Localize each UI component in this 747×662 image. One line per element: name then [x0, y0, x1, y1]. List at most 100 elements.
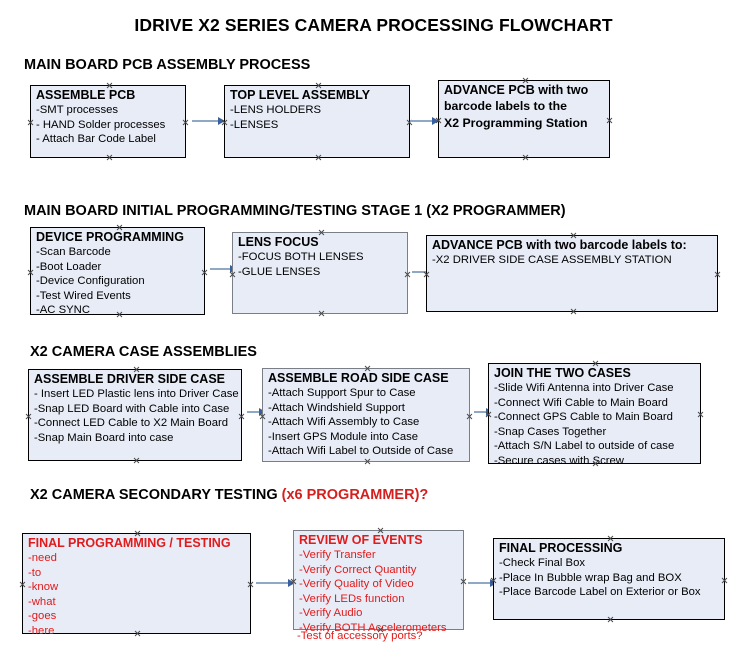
connection-handle-bottom[interactable]	[106, 154, 113, 161]
box-line: -here	[28, 624, 55, 637]
box-line: -Test Wired Events	[36, 289, 131, 302]
box-line-overflow: -Test of accessory ports?	[297, 630, 423, 642]
connection-handle-right[interactable]	[460, 578, 467, 585]
box-line: -Boot Loader	[36, 260, 102, 273]
box-line: -Device Configuration	[36, 275, 145, 288]
box-line: -X2 DRIVER SIDE CASE ASSEMBLY STATION	[432, 254, 672, 266]
box-title: REVIEW OF EVENTS	[299, 533, 423, 547]
connection-handle-right[interactable]	[247, 581, 254, 588]
box-line: -Secure cases with Screw	[494, 454, 624, 467]
box-line: -Connect GPS Cable to Main Board	[494, 411, 673, 424]
connection-handle-right[interactable]	[404, 271, 411, 278]
box-line: -Snap Cases Together	[494, 425, 607, 438]
connection-handle-bottom[interactable]	[522, 154, 529, 161]
connection-handle-right[interactable]	[721, 577, 728, 584]
box-line: -Place In Bubble wrap Bag and BOX	[499, 571, 682, 584]
box-title: FINAL PROCESSING	[499, 541, 623, 555]
box-line: -Connect LED Cable to X2 Main Board	[34, 417, 229, 430]
box-line: -Verify Correct Quantity	[299, 563, 417, 576]
connection-handle-left[interactable]	[27, 119, 34, 126]
box-advance-pcb-programming-station[interactable]: ADVANCE PCB with two barcode labels to t…	[438, 80, 610, 158]
box-line: -Scan Barcode	[36, 246, 111, 258]
connection-handle-bottom[interactable]	[133, 457, 140, 464]
box-line: X2 Programming Station	[444, 116, 588, 130]
connection-handle-right[interactable]	[182, 119, 189, 126]
connection-handle-left[interactable]	[19, 581, 26, 588]
box-assemble-road-side-case[interactable]: ASSEMBLE ROAD SIDE CASE -Attach Support …	[262, 368, 470, 462]
connection-handle-bottom[interactable]	[607, 616, 614, 623]
box-line: -what	[28, 595, 56, 608]
box-title: FINAL PROGRAMMING / TESTING	[28, 536, 231, 550]
box-line: -Verify BOTH Accelerometers	[299, 621, 447, 634]
box-title: ADVANCE PCB with two	[444, 83, 589, 97]
box-line: -Connect Wifi Cable to Main Board	[494, 396, 668, 409]
section-heading-1: MAIN BOARD PCB ASSEMBLY PROCESS	[24, 57, 311, 73]
section-heading-4: X2 CAMERA SECONDARY TESTING (x6 PROGRAMM…	[30, 487, 428, 503]
box-title: ASSEMBLE ROAD SIDE CASE	[268, 371, 449, 385]
connection-handle-right[interactable]	[697, 411, 704, 418]
box-line: -Verify Quality of Video	[299, 578, 414, 591]
box-line: -need	[28, 552, 57, 564]
box-line: -Verify LEDs function	[299, 592, 405, 605]
connection-handle-right[interactable]	[714, 271, 721, 278]
box-line: -know	[28, 581, 59, 594]
box-line: -Verify Audio	[299, 607, 363, 620]
box-title: ASSEMBLE PCB	[36, 88, 136, 102]
connection-handle-left[interactable]	[27, 269, 34, 276]
box-line: -goes	[28, 610, 57, 623]
box-title: ADVANCE PCB with two barcode labels to:	[432, 238, 687, 252]
arrow-4-2	[468, 579, 497, 587]
connection-handle-right[interactable]	[466, 413, 473, 420]
connection-handle-right[interactable]	[201, 269, 208, 276]
box-line: -Slide Wifi Antenna into Driver Case	[494, 382, 674, 394]
box-final-programming-testing[interactable]: FINAL PROGRAMMING / TESTING -need -to -k…	[19, 533, 254, 637]
box-assemble-pcb[interactable]: ASSEMBLE PCB -SMT processes - HAND Solde…	[30, 85, 186, 158]
box-title: TOP LEVEL ASSEMBLY	[230, 88, 371, 102]
connection-handle-bottom[interactable]	[364, 458, 371, 465]
box-title: ASSEMBLE DRIVER SIDE CASE	[34, 372, 226, 386]
arrow-4-1	[256, 579, 295, 587]
box-line: - Insert LED Plastic lens into Driver Ca…	[34, 388, 239, 400]
box-line: -Snap Main Board into case	[34, 431, 174, 444]
box-line: -FOCUS BOTH LENSES	[238, 251, 364, 263]
arrow-1-1	[192, 117, 225, 125]
box-advance-pcb-driver-side-station[interactable]: ADVANCE PCB with two barcode labels to: …	[426, 235, 718, 312]
page-title: IDRIVE X2 SERIES CAMERA PROCESSING FLOWC…	[134, 15, 613, 35]
connection-handle-bottom[interactable]	[315, 154, 322, 161]
box-assemble-driver-side-case[interactable]: ASSEMBLE DRIVER SIDE CASE - Insert LED P…	[28, 369, 242, 461]
arrow-1-2	[410, 117, 439, 125]
box-lens-focus[interactable]: LENS FOCUS -FOCUS BOTH LENSES -GLUE LENS…	[232, 232, 408, 314]
connection-handle-right[interactable]	[606, 117, 613, 124]
box-line: -AC SYNC	[36, 304, 90, 317]
box-title: DEVICE PROGRAMMING	[36, 230, 184, 244]
connection-handle-bottom[interactable]	[570, 308, 577, 315]
connection-handle-left[interactable]	[25, 413, 32, 420]
box-join-the-two-cases[interactable]: JOIN THE TWO CASES -Slide Wifi Antenna i…	[488, 363, 704, 467]
box-line: -Verify Transfer	[299, 549, 376, 561]
section-heading-3: X2 CAMERA CASE ASSEMBLIES	[30, 344, 257, 360]
box-line: barcode labels to the	[444, 99, 567, 113]
section-heading-4-main: X2 CAMERA SECONDARY TESTING	[30, 487, 282, 503]
box-title: LENS FOCUS	[238, 235, 319, 249]
box-line: -Attach S/N Label to outside of case	[494, 440, 675, 453]
box-line: - HAND Solder processes	[36, 118, 166, 131]
box-final-processing[interactable]: FINAL PROCESSING -Check Final Box -Place…	[493, 538, 725, 620]
box-review-of-events[interactable]: REVIEW OF EVENTS -Verify Transfer -Verif…	[293, 530, 467, 634]
connection-handle-bottom[interactable]	[318, 310, 325, 317]
box-line: -Attach Windshield Support	[268, 401, 405, 414]
box-line: -to	[28, 566, 42, 579]
connection-handle-right[interactable]	[238, 413, 245, 420]
box-title: JOIN THE TWO CASES	[494, 366, 631, 380]
box-line: -GLUE LENSES	[238, 265, 321, 278]
box-line: -Attach Wifi Label to Outside of Case	[268, 445, 454, 458]
box-line: -LENS HOLDERS	[230, 104, 322, 116]
box-top-level-assembly[interactable]: TOP LEVEL ASSEMBLY -LENS HOLDERS -LENSES	[224, 85, 410, 158]
box-line: -LENSES	[230, 118, 279, 131]
box-line: -Insert GPS Module into Case	[268, 430, 419, 443]
box-line: -Attach Wifi Assembly to Case	[268, 416, 420, 429]
box-line: -Place Barcode Label on Exterior or Box	[499, 586, 701, 599]
box-device-programming[interactable]: DEVICE PROGRAMMING -Scan Barcode -Boot L…	[27, 227, 208, 317]
section-heading-4-accent: (x6 PROGRAMMER)?	[281, 487, 429, 503]
box-line: -SMT processes	[36, 104, 119, 116]
